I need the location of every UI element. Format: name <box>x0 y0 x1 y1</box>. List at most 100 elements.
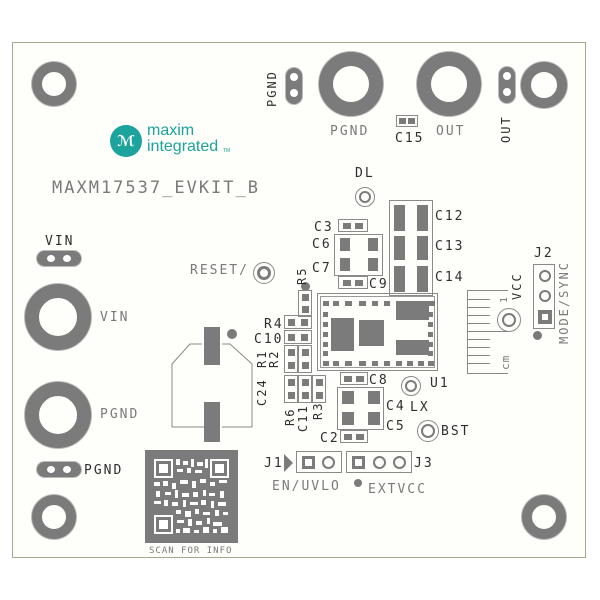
c15-label: C15 <box>395 131 425 146</box>
vcc-test-point[interactable] <box>497 308 521 332</box>
c11-label: C11 <box>296 404 310 432</box>
bst-test-point[interactable] <box>417 420 439 442</box>
pad <box>302 294 309 301</box>
vin-header[interactable] <box>37 251 81 266</box>
pad <box>302 306 309 313</box>
mode-sync-label: MODE/SYNC <box>557 260 571 344</box>
lx-label: LX <box>410 400 430 415</box>
c4-c5-footprint <box>337 387 384 430</box>
ruler-tick <box>468 323 490 324</box>
j3-pin-square <box>352 456 365 469</box>
pin1-label: 1 <box>499 294 510 303</box>
pad <box>356 376 364 382</box>
pad <box>345 361 352 366</box>
c2-footprint <box>340 430 368 443</box>
pad <box>394 266 405 292</box>
pad <box>333 361 339 366</box>
j1-pin <box>322 456 335 469</box>
c6-label: C6 <box>312 237 332 252</box>
ruler-tick <box>468 315 490 316</box>
header-pin <box>47 466 55 473</box>
reset-test-point[interactable] <box>253 262 275 284</box>
ruler-tick <box>468 339 490 340</box>
pad <box>301 334 308 341</box>
j2-header[interactable] <box>533 264 555 329</box>
pad <box>396 301 429 320</box>
pad <box>323 312 328 317</box>
test-point-hole <box>405 380 417 392</box>
pad <box>323 301 329 306</box>
r6-footprint <box>284 375 298 403</box>
j1-pin1-arrow <box>284 454 293 472</box>
pad <box>340 238 350 251</box>
pad <box>396 361 402 366</box>
out-header[interactable] <box>499 67 515 103</box>
maxim-logo: ℳ maxim integrated TM <box>110 122 240 158</box>
c13-label: C13 <box>435 239 465 254</box>
pad <box>288 379 295 386</box>
pad <box>417 205 428 231</box>
pad <box>355 280 363 286</box>
vin-post-label: VIN <box>100 310 130 325</box>
pad <box>288 392 295 399</box>
board-name: MAXM17537_EVKIT_B <box>52 178 260 198</box>
pad <box>417 266 428 292</box>
r1-footprint <box>284 345 298 373</box>
pad <box>384 361 390 366</box>
pgnd-banana-post[interactable] <box>319 52 383 116</box>
out-banana-post[interactable] <box>417 52 481 116</box>
qr-code[interactable] <box>145 450 238 543</box>
j1-header[interactable] <box>296 451 342 473</box>
u1-label: U1 <box>430 376 450 391</box>
pad <box>288 349 295 356</box>
pad <box>331 318 354 351</box>
j3-pin <box>373 456 386 469</box>
c9-footprint <box>338 276 368 289</box>
pad <box>418 361 424 366</box>
scan-for-info-label: SCAN FOR INFO <box>149 546 233 556</box>
c7-label: C7 <box>312 261 332 276</box>
reset-label: RESET/ <box>190 263 249 278</box>
dl-test-point[interactable] <box>355 187 375 207</box>
pad <box>428 322 433 327</box>
c24-label: C24 <box>255 378 269 406</box>
pgnd-left-header[interactable] <box>37 462 81 477</box>
pad <box>372 361 378 366</box>
vin-banana-post[interactable] <box>25 284 91 350</box>
c3-footprint <box>338 219 368 232</box>
pad <box>316 392 323 399</box>
cm-ruler <box>467 290 508 374</box>
logo-text-maxim: maxim <box>147 122 195 139</box>
mounting-hole-top-right <box>521 62 567 108</box>
pad <box>302 362 309 369</box>
lx-test-point[interactable] <box>401 376 421 396</box>
pad <box>368 238 378 251</box>
j2-pin <box>539 290 551 302</box>
pad <box>323 332 328 337</box>
pad <box>428 312 433 317</box>
pad <box>356 434 364 440</box>
header-pin <box>63 466 71 473</box>
j2-pin1-dot <box>533 331 542 340</box>
pad <box>428 332 433 337</box>
pad <box>368 258 378 271</box>
c6-c7-footprint <box>334 234 383 276</box>
pad <box>359 361 366 366</box>
j3-header[interactable] <box>346 451 412 473</box>
pgnd-left-header-label: PGND <box>84 463 124 478</box>
en-uvlo-label: EN/UVLO <box>272 479 341 494</box>
pad <box>302 392 309 399</box>
test-point-hole <box>502 313 516 327</box>
c9-label: C9 <box>369 277 389 292</box>
pad <box>342 391 354 404</box>
pgnd-top-header[interactable] <box>286 68 302 104</box>
c15-footprint <box>396 115 418 127</box>
pad <box>355 223 363 229</box>
header-pin <box>503 88 511 96</box>
mounting-hole-top-left <box>32 62 76 106</box>
c10-label: C10 <box>254 332 284 347</box>
pgnd-left-banana-post[interactable] <box>25 382 91 448</box>
pad <box>428 342 433 347</box>
r6-label: R6 <box>283 407 297 426</box>
header-pin <box>290 73 298 81</box>
